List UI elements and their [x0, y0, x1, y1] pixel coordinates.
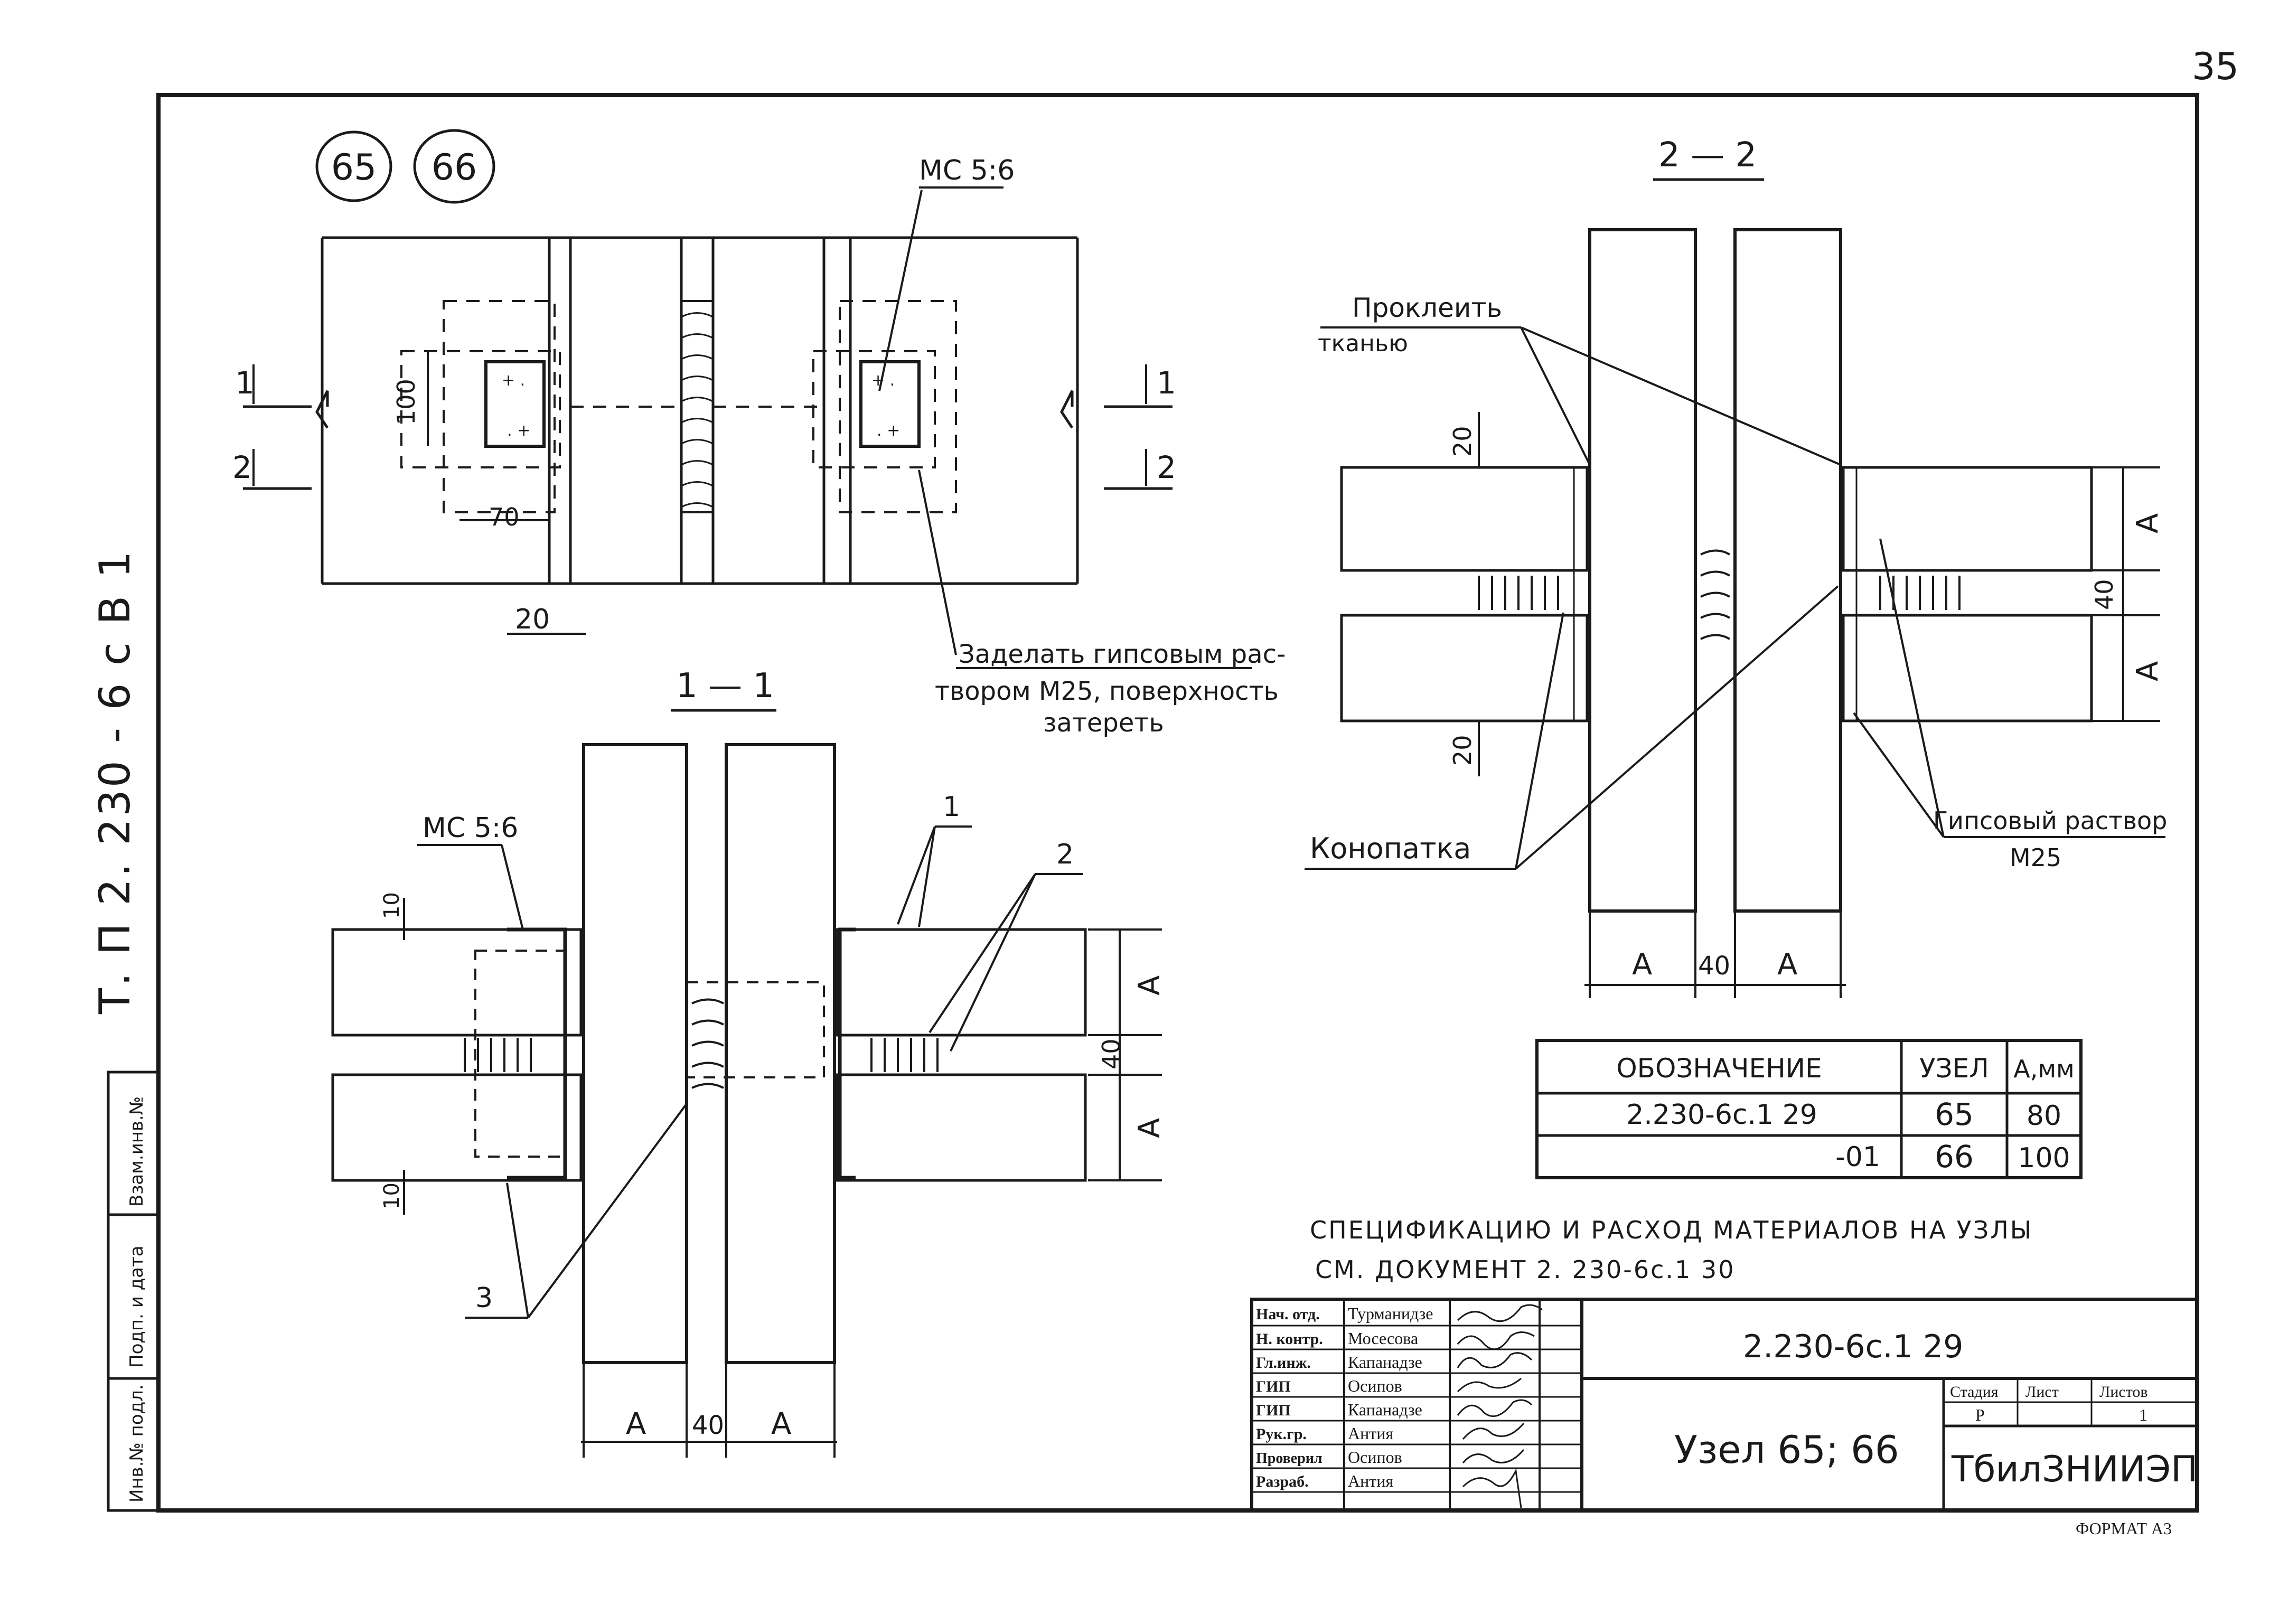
name-4: Осипов: [1348, 1376, 1402, 1395]
plan-section-1-right: 1: [1157, 365, 1176, 401]
table-row-1-node: 65: [1935, 1096, 1974, 1132]
role-4: ГИП: [1256, 1378, 1291, 1395]
section-1-1: 1 — 1 МС 5:6 10 10 А: [331, 667, 1167, 1458]
plan-dim-100: 100: [392, 379, 420, 425]
section-2-2-dim-A-right: А: [1777, 947, 1797, 982]
stage-value: Р: [1975, 1405, 1985, 1424]
role-8: Разраб.: [1256, 1473, 1309, 1490]
drawing-frame: [156, 93, 2199, 1513]
node-mark-66: [413, 129, 495, 204]
section-2-2-caulk-label: Конопатка: [1310, 832, 1471, 865]
designation-table: ОБОЗНАЧЕНИЕ УЗЕЛ А,мм 2.230-6с.1 29 65 8…: [1535, 1039, 2083, 1179]
section-1-1-dim-A-bottom: А: [1132, 1118, 1167, 1138]
table-header-a: А,мм: [2013, 1055, 2075, 1083]
section-2-2-dim-20-top: 20: [1448, 426, 1477, 457]
plan-note-line2: твором М25, поверхность: [935, 677, 1279, 706]
plan-brand-mark: МС 5:6: [919, 155, 1015, 186]
name-1: Турманидзе: [1348, 1304, 1433, 1323]
section-1-1-dim-40-bottom: 40: [692, 1411, 724, 1440]
section-2-2-dim-A-left: А: [1632, 947, 1652, 982]
side-stamp: Т. П 2. 230 - 6 с В 1: [90, 549, 139, 1015]
title-block-title: Узел 65; 66: [1674, 1428, 1899, 1472]
table-row-2-node: 66: [1935, 1139, 1974, 1175]
section-1-1-callout-1: 1: [943, 791, 960, 823]
section-1-1-brand: МС 5:6: [423, 812, 518, 844]
section-1-1-dim-10-top: 10: [380, 892, 404, 919]
sheets-value: 1: [2139, 1405, 2147, 1424]
signatures: [1457, 1304, 1543, 1508]
section-1-1-dim-40-right: 40: [1097, 1038, 1126, 1069]
section-1-1-dim-10-bottom: 10: [380, 1182, 404, 1209]
section-2-2-dim-A-top: А: [2131, 513, 2165, 533]
section-2-2-title: 2 — 2: [1658, 136, 1757, 175]
section-1-1-title: 1 — 1: [676, 667, 774, 706]
node-mark-65: [315, 130, 392, 202]
left-stamp-cell-1: Инв.№ подл.: [126, 1384, 147, 1503]
section-1-1-callout-2: 2: [1056, 839, 1074, 870]
plan-dim-70: 70: [489, 503, 520, 531]
plan-section-2-right: 2: [1157, 449, 1176, 485]
role-2: Н. контр.: [1256, 1330, 1323, 1348]
role-5: ГИП: [1256, 1402, 1291, 1419]
section-2-2: 2 — 2 Проклеить тканью 20 20 Конопатка: [1305, 136, 2167, 998]
node-mark-66-label: 66: [432, 147, 477, 189]
section-2-2-gypsum-label-1: Гипсовый раствор: [1933, 806, 2167, 835]
role-3: Гл.инж.: [1256, 1354, 1311, 1372]
role-1: Нач. отд.: [1256, 1306, 1320, 1323]
table-row-2-designation: -01: [1835, 1141, 1880, 1173]
table-header-node: УЗЕЛ: [1919, 1053, 1989, 1084]
table-row-2-a: 100: [2018, 1142, 2070, 1174]
svg-text:+ .: + .: [502, 371, 525, 390]
left-stamp-cell-3: Взам.инв.№: [126, 1096, 147, 1207]
page-number: 35: [2192, 45, 2239, 88]
plan-section-2-left: 2: [232, 449, 252, 485]
table-row-1-a: 80: [2027, 1100, 2061, 1132]
section-2-2-tape-label-2: тканью: [1318, 330, 1408, 357]
sheets-header: Листов: [2099, 1383, 2148, 1401]
plan-note-line1: Заделать гипсовым рас-: [959, 640, 1286, 669]
section-2-2-dim-A-bottom: А: [2131, 661, 2165, 681]
note-line2: СМ. ДОКУМЕНТ 2. 230-6с.1 30: [1315, 1255, 1735, 1284]
note-line1: СПЕЦИФИКАЦИЮ И РАСХОД МАТЕРИАЛОВ НА УЗЛЫ: [1310, 1216, 2033, 1244]
title-block-org: ТбилЗНИИЭП: [1951, 1449, 2198, 1490]
left-stamp-cell-2: Подп. и дата: [126, 1245, 147, 1368]
sheet-header: Лист: [2025, 1383, 2059, 1401]
stage-header: Стадия: [1950, 1383, 1999, 1401]
title-block-doc-code: 2.230-6с.1 29: [1743, 1328, 1963, 1365]
name-5: Капанадзе: [1348, 1400, 1422, 1419]
name-8: Антия: [1348, 1471, 1393, 1490]
format-label: ФОРМАТ А3: [2076, 1519, 2172, 1538]
name-6: Антия: [1348, 1424, 1393, 1443]
section-2-2-tape-label-1: Проклеить: [1352, 293, 1502, 323]
table-row-1-designation: 2.230-6с.1 29: [1626, 1099, 1817, 1131]
table-header-designation: ОБОЗНАЧЕНИЕ: [1616, 1053, 1822, 1084]
section-1-1-callout-3: 3: [475, 1282, 493, 1314]
role-6: Рук.гр.: [1256, 1425, 1307, 1443]
name-7: Осипов: [1348, 1448, 1402, 1467]
role-7: Проверил: [1256, 1450, 1323, 1467]
svg-text:. +: . +: [877, 421, 900, 440]
plan-dim-20: 20: [515, 604, 550, 635]
section-2-2-dim-40-bottom: 40: [1698, 951, 1730, 981]
title-block: Нач. отд. Турманидзе Н. контр. Мосесова …: [1250, 1298, 2199, 1512]
section-1-1-dim-A-left: А: [626, 1407, 646, 1441]
section-1-1-dim-A-top: А: [1132, 975, 1167, 996]
section-1-1-dim-A-right: А: [771, 1407, 791, 1441]
plan-view: 65 66 + . . + + . . +: [232, 129, 1286, 738]
plan-section-1-left: 1: [235, 365, 255, 401]
name-2: Мосесова: [1348, 1329, 1418, 1348]
node-mark-65-label: 65: [331, 147, 377, 189]
section-2-2-dim-20-bottom: 20: [1448, 735, 1477, 766]
section-2-2-gypsum-label-2: М25: [2010, 843, 2061, 872]
svg-text:. +: . +: [507, 421, 530, 440]
section-2-2-dim-40-right: 40: [2090, 579, 2118, 610]
left-stamp: Инв.№ подл. Подп. и дата Взам.инв.№: [107, 1071, 160, 1512]
name-3: Капанадзе: [1348, 1353, 1422, 1372]
plan-note-line3: затереть: [1043, 708, 1164, 738]
